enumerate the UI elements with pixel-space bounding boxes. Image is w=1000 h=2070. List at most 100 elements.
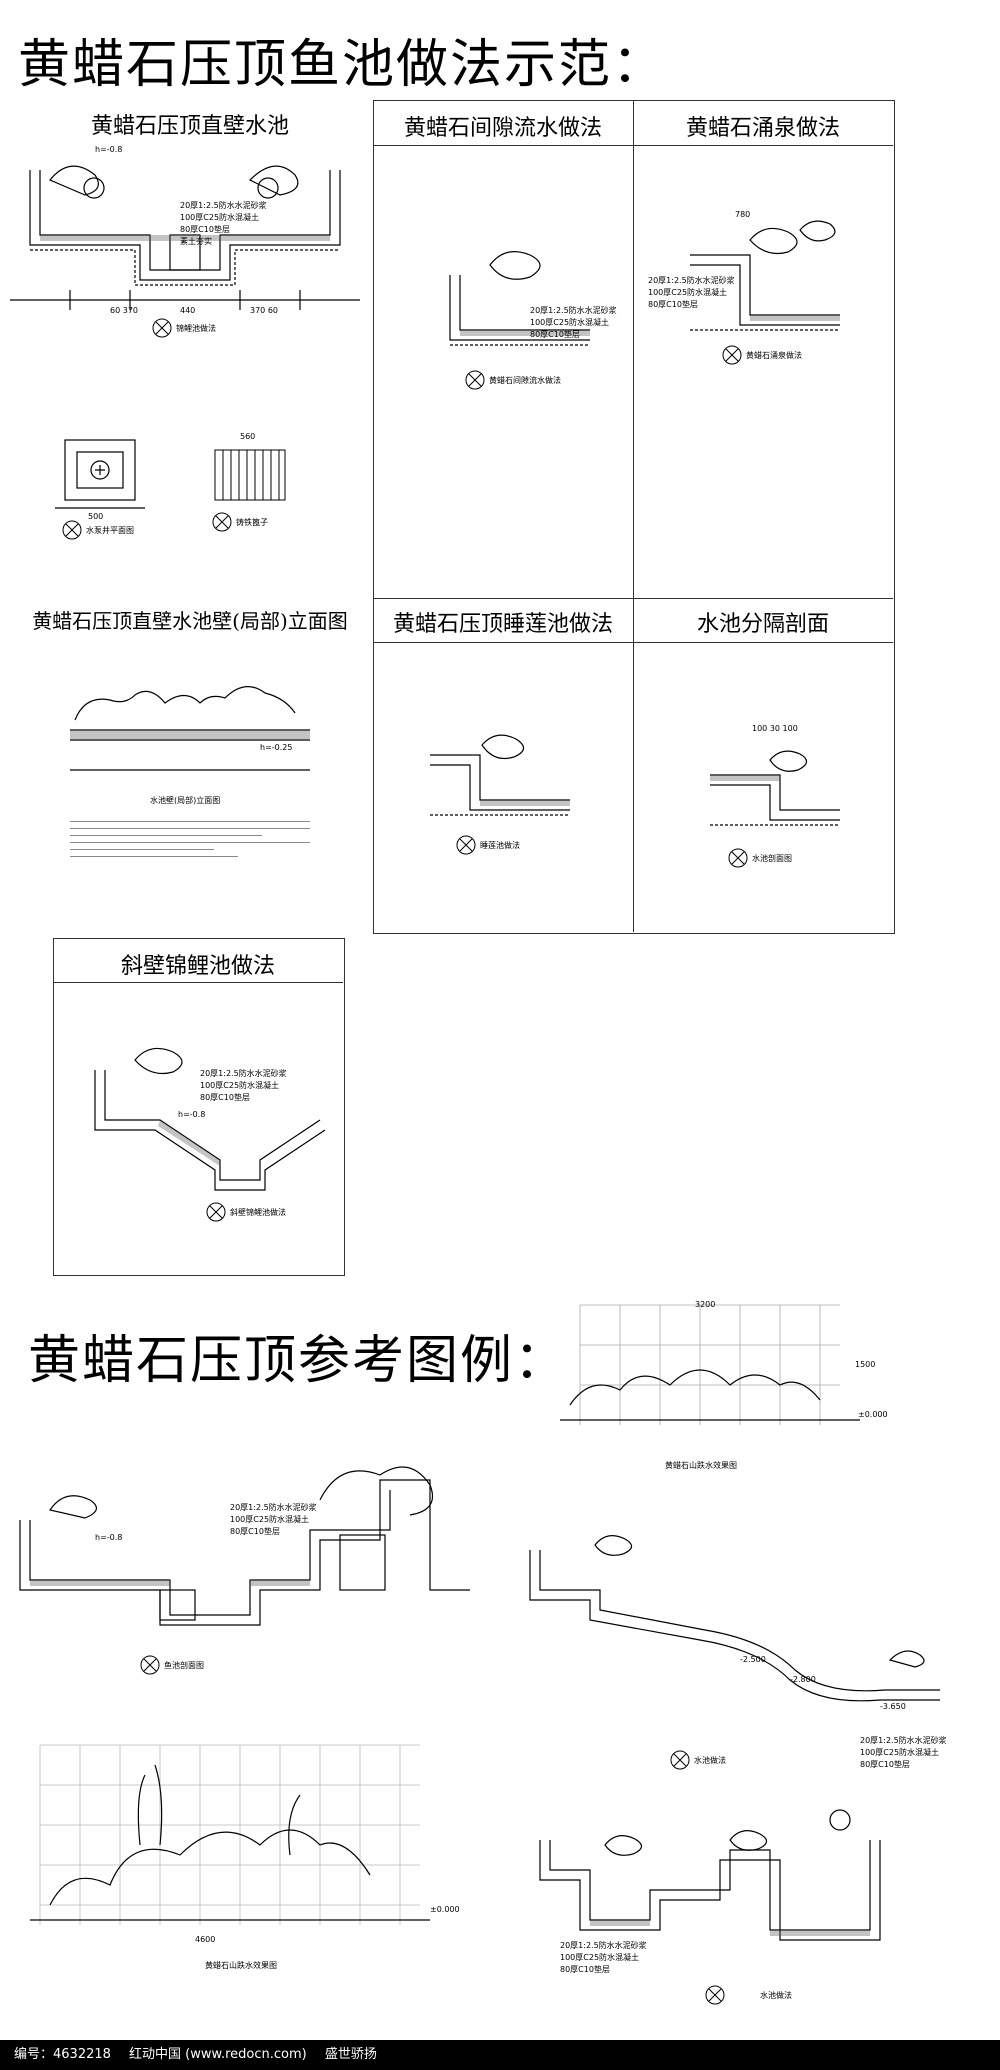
drawing-caption: 铸铁篦子 bbox=[236, 518, 268, 527]
drawing-caption: 黄蜡石涌泉做法 bbox=[746, 351, 802, 360]
drawing-caption: 鱼池剖面图 bbox=[164, 1661, 204, 1670]
dim-label: 60 370 bbox=[110, 306, 138, 315]
drawing-caption: 水池剖面图 bbox=[752, 854, 792, 863]
layer-label: 80厚C10垫层 bbox=[230, 1527, 280, 1536]
dim-label: 100 30 100 bbox=[752, 724, 798, 733]
drawing-spring bbox=[690, 220, 840, 331]
section-marker-icon bbox=[62, 520, 82, 540]
drawing-caption: 睡莲池做法 bbox=[480, 841, 520, 850]
footer-id: 编号：4632218 bbox=[14, 2047, 111, 2062]
drawing-caption: 水池做法 bbox=[694, 1756, 726, 1765]
drawing-grate bbox=[214, 449, 286, 501]
drawing-caption: 斜壁锦鲤池做法 bbox=[230, 1208, 286, 1217]
grid-divider-v bbox=[633, 100, 634, 932]
panel-title-5: 黄蜡石压顶睡莲池做法 bbox=[392, 612, 613, 637]
dim-label: -3.650 bbox=[880, 1702, 906, 1711]
section-marker-icon bbox=[728, 848, 748, 868]
panel-title-2: 黄蜡石间隙流水做法 bbox=[403, 116, 602, 141]
drawing-caption: 水池壁(局部)立面图 bbox=[150, 796, 221, 805]
layer-label: 20厚1:2.5防水水泥砂浆 bbox=[200, 1069, 287, 1078]
dim-label: 4600 bbox=[195, 1935, 216, 1944]
dim-label: h=-0.25 bbox=[260, 743, 293, 752]
drawing-caption: 黄蜡石间隙流水做法 bbox=[489, 376, 561, 385]
footer-bar: 编号：4632218 红动中国 (www.redocn.com) 盛世骄扬 bbox=[0, 2040, 1000, 2070]
layer-label: 20厚1:2.5防水水泥砂浆 bbox=[860, 1736, 947, 1745]
panel-title-3: 黄蜡石涌泉做法 bbox=[685, 116, 840, 141]
drawing-wall-elevation bbox=[70, 686, 310, 771]
main-heading: 黄蜡石压顶鱼池做法示范： bbox=[18, 35, 667, 95]
panel-koi-pool bbox=[53, 938, 345, 1276]
layer-label: 100厚C25防水混凝土 bbox=[648, 288, 728, 297]
drawing-pool-section-2 bbox=[539, 1809, 881, 1941]
section-marker-icon bbox=[705, 1985, 725, 2005]
section-marker-icon bbox=[140, 1655, 160, 1675]
reference-heading: 黄蜡石压顶参考图例： bbox=[28, 1331, 569, 1391]
dim-label: 560 bbox=[240, 432, 256, 441]
panel-title-6: 水池分隔剖面 bbox=[696, 612, 829, 637]
dim-label: 440 bbox=[180, 306, 196, 315]
dim-label: 780 bbox=[735, 210, 751, 219]
dim-label: h=-0.8 bbox=[178, 1110, 206, 1119]
drawing-slope-pool bbox=[94, 1047, 326, 1191]
drawing-caption: 黄蜡石山跌水效果图 bbox=[205, 1961, 277, 1970]
panel-title-7: 斜壁锦鲤池做法 bbox=[120, 954, 275, 979]
dim-label: 1500 bbox=[855, 1360, 876, 1369]
layer-label: 100厚C25防水混凝土 bbox=[180, 213, 260, 222]
dim-label: ±0.000 bbox=[858, 1410, 888, 1419]
drawing-rockery-elevation-2 bbox=[30, 1744, 430, 1925]
layer-label: 20厚1:2.5防水水泥砂浆 bbox=[560, 1941, 647, 1950]
grid-divider-h bbox=[373, 642, 893, 643]
layer-label: 80厚C10垫层 bbox=[648, 300, 698, 309]
drawing-caption: 水泵井平面图 bbox=[86, 526, 134, 535]
layer-label: 20厚1:2.5防水水泥砂浆 bbox=[230, 1503, 317, 1512]
layer-label: 20厚1:2.5防水水泥砂浆 bbox=[530, 306, 617, 315]
layer-label: 20厚1:2.5防水水泥砂浆 bbox=[180, 201, 267, 210]
dim-label: -2.500 bbox=[740, 1655, 766, 1664]
drawing-gap-flow bbox=[449, 251, 590, 346]
layer-label: 100厚C25防水混凝土 bbox=[230, 1515, 310, 1524]
section-marker-icon bbox=[206, 1202, 226, 1222]
panel-grid bbox=[373, 100, 895, 934]
drawing-large-pool-section bbox=[19, 1466, 470, 1626]
drawing-caption: 水池做法 bbox=[760, 1991, 792, 2000]
section-marker-icon bbox=[722, 345, 742, 365]
dim-label: -2.800 bbox=[790, 1675, 816, 1684]
section-marker-icon bbox=[456, 835, 476, 855]
layer-label: 80厚C10垫层 bbox=[530, 330, 580, 339]
dim-label: 370 60 bbox=[250, 306, 278, 315]
layer-label: 80厚C10垫层 bbox=[860, 1760, 910, 1769]
layer-label: 100厚C25防水混凝土 bbox=[530, 318, 610, 327]
layer-label: 素土夯实 bbox=[180, 237, 212, 246]
drawing-caption: 锦鲤池做法 bbox=[176, 324, 216, 333]
drawing-divider-section bbox=[710, 750, 840, 826]
section-marker-icon bbox=[152, 318, 172, 338]
footer-site-link[interactable]: 红动中国 (www.redocn.com) bbox=[129, 2047, 307, 2062]
layer-label: 20厚1:2.5防水水泥砂浆 bbox=[648, 276, 735, 285]
drawing-slope-water-section bbox=[529, 1535, 940, 1702]
panel-title-1: 黄蜡石压顶直壁水池 bbox=[90, 114, 289, 139]
layer-label: 100厚C25防水混凝土 bbox=[200, 1081, 280, 1090]
dim-label: h=-0.8 bbox=[95, 1533, 123, 1542]
layer-label: 80厚C10垫层 bbox=[200, 1093, 250, 1102]
panel-divider bbox=[53, 982, 343, 983]
section-marker-icon bbox=[670, 1750, 690, 1770]
notes-block bbox=[70, 815, 310, 863]
layer-label: 80厚C10垫层 bbox=[560, 1965, 610, 1974]
drawing-lotus-pool bbox=[430, 734, 570, 816]
dim-label: h=-0.8 bbox=[95, 145, 123, 154]
dim-label: 3200 bbox=[695, 1300, 716, 1309]
layer-label: 100厚C25防水混凝土 bbox=[860, 1748, 940, 1757]
drawing-pool-section bbox=[10, 165, 360, 310]
drawing-caption: 黄蜡石山跌水效果图 bbox=[665, 1461, 737, 1470]
drawing-rockery-elevation bbox=[560, 1304, 860, 1425]
panel-title-4: 黄蜡石压顶直壁水池壁(局部)立面图 bbox=[32, 609, 348, 633]
dim-label: ±0.000 bbox=[430, 1905, 460, 1914]
footer-author: 盛世骄扬 bbox=[324, 2047, 377, 2062]
dim-label: 500 bbox=[88, 512, 104, 521]
section-marker-icon bbox=[212, 512, 232, 532]
layer-label: 80厚C10垫层 bbox=[180, 225, 230, 234]
grid-divider-h bbox=[373, 598, 893, 599]
section-marker-icon bbox=[465, 370, 485, 390]
grid-divider-h bbox=[373, 145, 893, 146]
layer-label: 100厚C25防水混凝土 bbox=[560, 1953, 640, 1962]
